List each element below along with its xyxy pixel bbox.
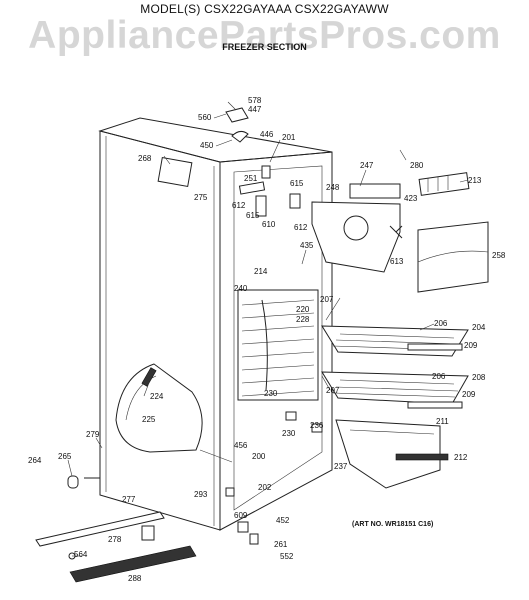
callout-206: 206: [434, 319, 448, 328]
callout-423: 423: [404, 194, 418, 203]
callout-228: 228: [296, 315, 310, 324]
callout-209: 209: [462, 390, 476, 399]
callout-201: 201: [282, 133, 296, 142]
callout-236: 236: [310, 421, 324, 430]
callout-610: 610: [262, 220, 276, 229]
callout-615: 615: [290, 179, 304, 188]
callout-230: 230: [264, 389, 278, 398]
callout-265: 265: [58, 452, 72, 461]
callout-612: 612: [294, 223, 308, 232]
callout-264: 264: [28, 456, 42, 465]
top-controls: [157, 107, 301, 217]
callout-552: 552: [280, 552, 294, 561]
ice-maker-tray: [418, 172, 470, 196]
callout-208: 208: [472, 373, 486, 382]
callout-452: 452: [276, 516, 290, 525]
callout-220: 220: [296, 305, 310, 314]
callout-240: 240: [234, 284, 248, 293]
callout-275: 275: [194, 193, 208, 202]
lower-wire-shelf: [321, 371, 469, 409]
upper-wire-shelf: [321, 325, 469, 357]
callout-213: 213: [468, 176, 482, 185]
callout-224: 224: [150, 392, 164, 401]
callout-237: 237: [334, 462, 348, 471]
callout-613: 613: [390, 257, 404, 266]
callout-labels: 578 447 560 446 450 201 268 275 251 247 …: [28, 96, 506, 583]
callout-202: 202: [258, 483, 272, 492]
callout-251: 251: [244, 174, 258, 183]
callout-268: 268: [138, 154, 152, 163]
callout-615: 615: [246, 211, 260, 220]
callout-211: 211: [436, 417, 449, 426]
callout-560: 560: [198, 113, 212, 122]
callout-578: 578: [248, 96, 262, 105]
callout-248: 248: [326, 183, 340, 192]
callout-225: 225: [142, 415, 156, 424]
callout-247: 247: [360, 161, 374, 170]
callout-280: 280: [410, 161, 424, 170]
side-panel-insert: [115, 363, 203, 453]
ice-maker-housing: [311, 183, 403, 273]
callout-456: 456: [234, 441, 248, 450]
callout-293: 293: [194, 490, 208, 499]
callout-435: 435: [300, 241, 314, 250]
callout-200: 200: [252, 452, 266, 461]
callout-204: 204: [472, 323, 486, 332]
bottom-components: [35, 411, 323, 583]
callout-230: 230: [282, 429, 296, 438]
callout-288: 288: [128, 574, 142, 583]
callout-209: 209: [464, 341, 478, 350]
callout-612: 612: [232, 201, 246, 210]
art-number: (ART NO. WR18151 C16): [352, 521, 434, 528]
callout-447: 447: [248, 105, 262, 114]
freezer-cabinet: [98, 117, 333, 531]
callout-206: 206: [432, 372, 446, 381]
callout-212: 212: [454, 453, 468, 462]
callout-207: 207: [326, 386, 340, 395]
callout-261: 261: [274, 540, 288, 549]
callout-279: 279: [86, 430, 100, 439]
callout-214: 214: [254, 267, 268, 276]
callout-278: 278: [108, 535, 122, 544]
leader-lines: [67, 101, 469, 557]
model-title: MODEL(S) CSX22GAYAAA CSX22GAYAWW: [140, 2, 389, 16]
freezer-bin: [335, 419, 449, 489]
callout-564: 564: [74, 550, 88, 559]
section-title: FREEZER SECTION: [222, 42, 307, 52]
callout-207: 207: [320, 295, 334, 304]
callout-446: 446: [260, 130, 274, 139]
callout-277: 277: [122, 495, 136, 504]
callout-450: 450: [200, 141, 214, 150]
watermark: AppliancePartsPros.com: [28, 14, 501, 57]
callout-258: 258: [492, 251, 506, 260]
ice-bucket: [417, 221, 489, 293]
callout-609: 609: [234, 511, 248, 520]
evaporator-coil: [237, 289, 319, 401]
